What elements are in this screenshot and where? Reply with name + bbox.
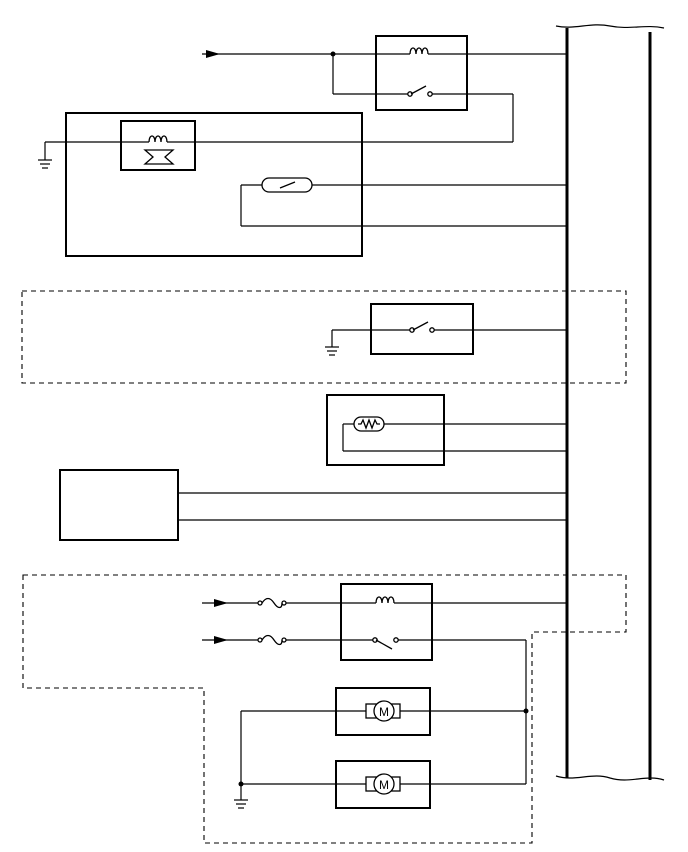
input-arrow-icon [206,50,220,58]
main-harness-bar [555,24,665,781]
relay-coil-icon [409,47,429,55]
fan-circuit-region: M M [22,574,627,844]
input-arrow-icon [214,599,228,607]
control-module [59,469,567,541]
control-module-box [59,469,179,541]
svg-text:M: M [379,778,389,792]
dashed-boundary [22,574,627,844]
junction-dot [238,781,244,787]
thermistor-module [326,394,567,466]
dashed-boundary [21,290,627,384]
thermistor-box [326,394,445,466]
ground-icon [325,330,339,356]
motor-icon: M [365,700,401,722]
relay-coil-icon [375,596,395,604]
relay-top [202,35,567,142]
switch-icon [412,321,429,331]
svg-text:M: M [379,705,389,719]
fuse-icon [257,597,287,609]
relay-switch-icon [410,85,427,95]
ground-icon [38,142,52,169]
horn-coil-icon [148,135,168,143]
dashed-switch-region [21,290,627,384]
switch-box [370,303,474,355]
fuse-icon [257,634,287,646]
horn-icon [143,149,175,165]
fan-relay-box [340,583,433,661]
horn-box [120,120,196,171]
relay-switch-icon [375,639,393,650]
input-arrow-icon [214,636,228,644]
motor-icon: M [365,773,401,795]
ground-icon [234,799,248,809]
relay-top-box [375,35,468,111]
component-box-large [38,112,567,257]
